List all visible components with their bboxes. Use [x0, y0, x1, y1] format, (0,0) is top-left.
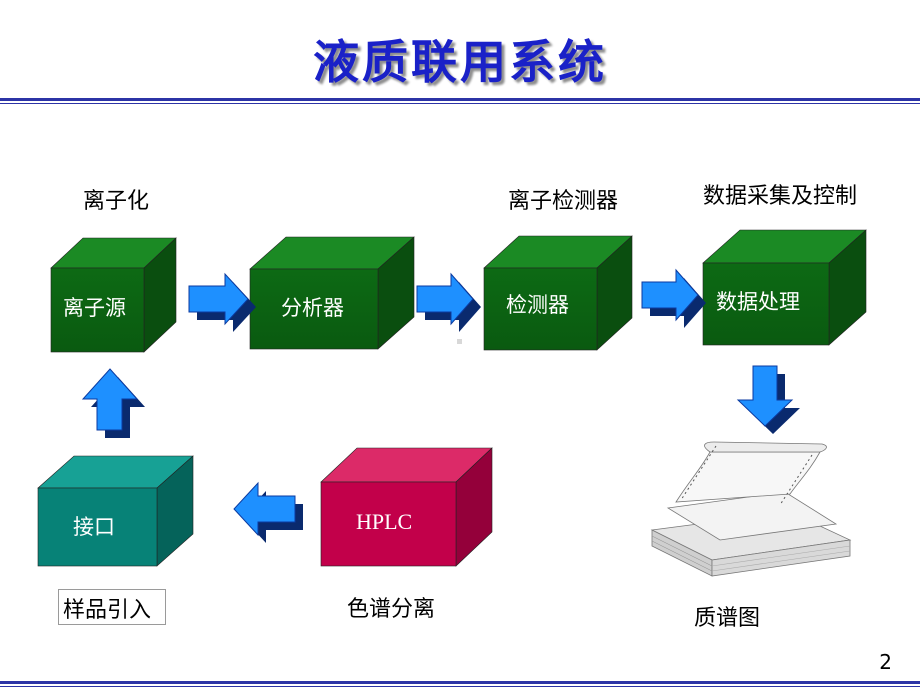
title-divider — [0, 98, 920, 101]
hplc-label: HPLC — [356, 509, 413, 534]
arrow-right-icon — [416, 272, 481, 332]
interface-box — [37, 455, 194, 567]
label-ion-detector: 离子检测器 — [508, 189, 619, 214]
footer-divider — [0, 681, 920, 684]
data-processing-box — [702, 229, 867, 346]
label-mass-spectrum: 质谱图 — [694, 606, 761, 631]
interface-label: 接口 — [73, 515, 115, 539]
detector-label: 检测器 — [506, 293, 569, 317]
detector-box — [483, 235, 633, 351]
label-data-acquisition: 数据采集及控制 — [703, 184, 858, 209]
footer-divider-thin — [0, 686, 920, 687]
stray-dot — [457, 339, 462, 344]
arrow-right-icon — [188, 272, 256, 332]
ion-source-box — [50, 237, 177, 353]
title-divider-thin — [0, 103, 920, 104]
arrow-left-icon — [233, 481, 303, 543]
arrow-right-icon — [641, 268, 706, 328]
page-title: 液质联用系统 — [313, 35, 607, 89]
page-number: 2 — [879, 650, 892, 674]
analyzer-label: 分析器 — [281, 296, 344, 320]
label-ionization: 离子化 — [83, 189, 150, 214]
ion-source-label: 离子源 — [63, 296, 126, 320]
label-chromatography: 色谱分离 — [347, 597, 436, 622]
paper-stack-icon — [650, 441, 852, 577]
arrow-down-icon — [736, 365, 800, 434]
analyzer-box — [249, 236, 415, 350]
hplc-box — [320, 447, 493, 567]
data-processing-label: 数据处理 — [716, 290, 800, 314]
label-sample-intro: 样品引入 — [58, 589, 167, 625]
arrow-up-icon — [81, 368, 145, 438]
